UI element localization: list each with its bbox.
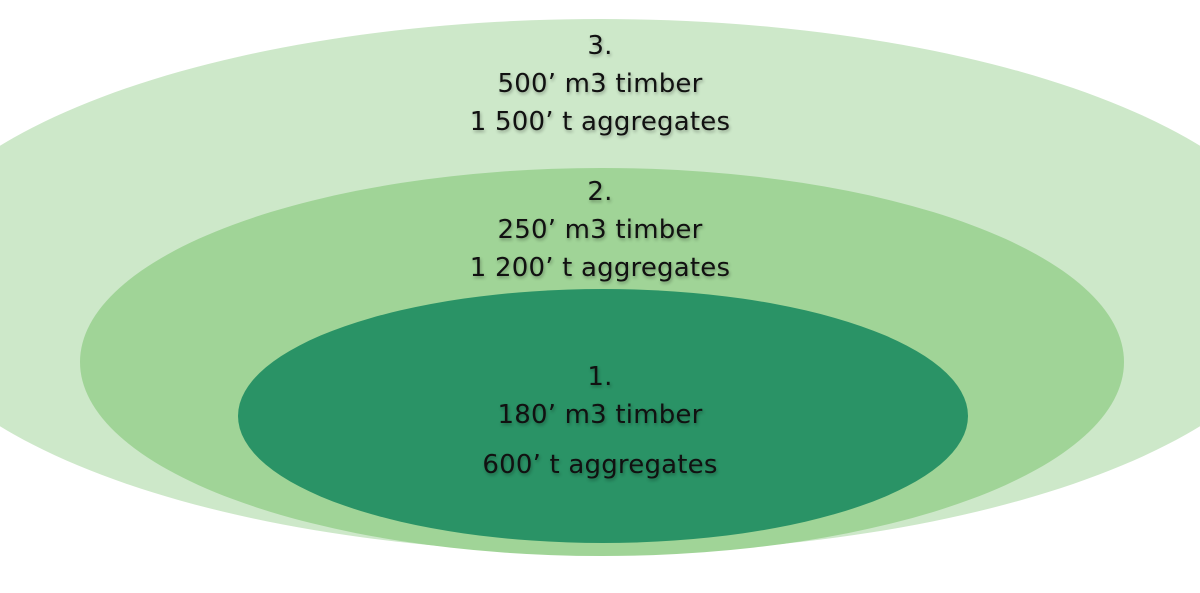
ring-1-timber: 180’ m3 timber <box>497 400 703 430</box>
ring-3-number: 3. <box>587 31 613 61</box>
ring-2-number: 2. <box>587 177 613 207</box>
ring-2-label: 2. 250’ m3 timber 1 200’ t aggregates <box>0 173 1200 287</box>
ring-3-timber: 500’ m3 timber <box>497 69 703 99</box>
ring-1-ellipse <box>238 289 968 543</box>
ring-2-aggregates: 1 200’ t aggregates <box>469 253 731 283</box>
ring-2-timber: 250’ m3 timber <box>497 215 703 245</box>
ring-3-aggregates: 1 500’ t aggregates <box>469 107 731 137</box>
ring-1-number: 1. <box>587 362 613 392</box>
ring-1-label: 1. 180’ m3 timber 600’ t aggregates <box>0 358 1200 484</box>
ring-3-label: 3. 500’ m3 timber 1 500’ t aggregates <box>0 27 1200 141</box>
ring-1-aggregates: 600’ t aggregates <box>482 450 718 480</box>
